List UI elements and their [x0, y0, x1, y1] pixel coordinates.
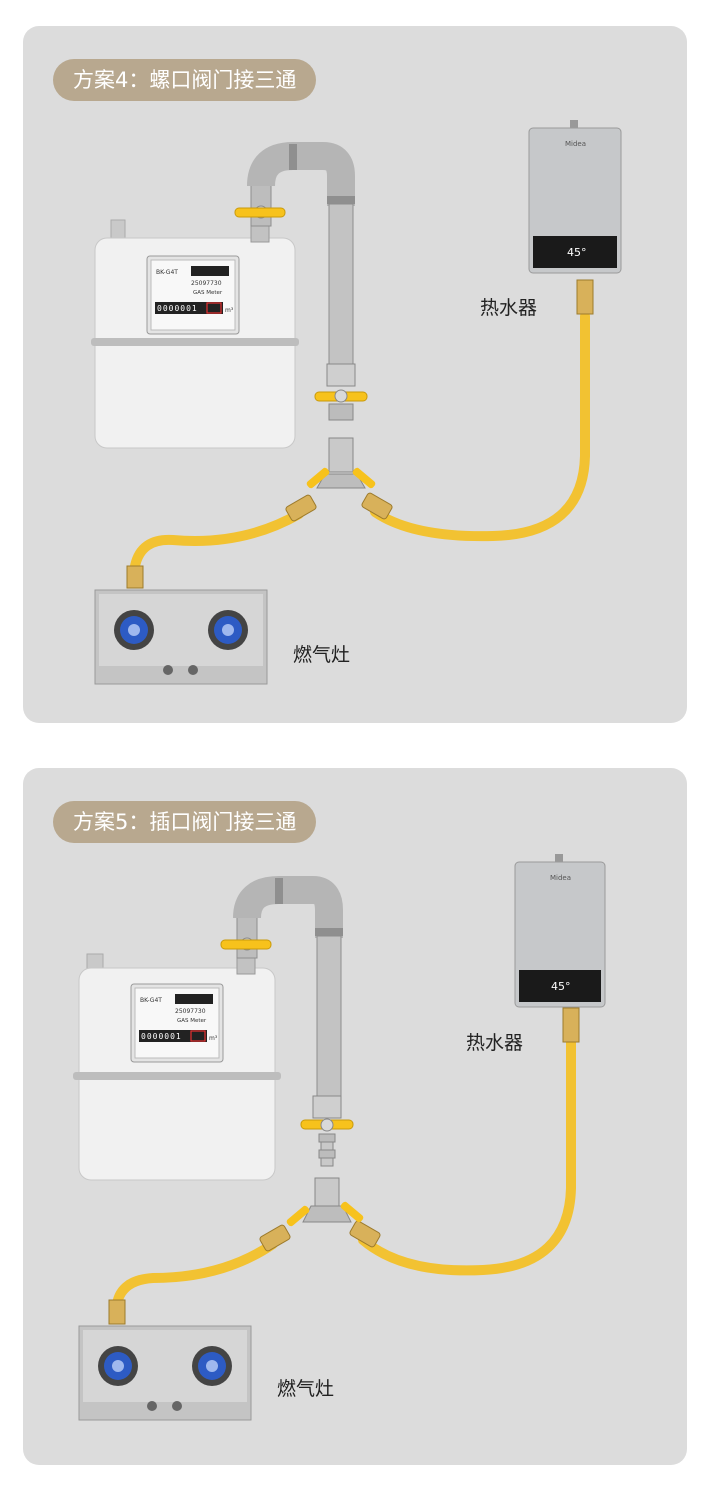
heater-brand: Midea [565, 140, 586, 148]
scheme-5-panel: 方案5：插口阀门接三通 BK-G4T 25097730 GAS Meter 00… [23, 768, 687, 1465]
gas-stove [94, 589, 268, 685]
meter-valve [220, 937, 272, 951]
gas-riser-pipe [233, 876, 343, 1097]
gas-meter: BK-G4T 25097730 GAS Meter 0000001 m³ [91, 215, 299, 449]
tee-fitting [302, 1177, 352, 1223]
water-heater: Midea 45° [514, 854, 606, 1008]
gas-stove [78, 1325, 252, 1421]
stove-label: 燃气灶 [277, 1378, 335, 1400]
branch-valve [300, 1095, 354, 1167]
stove-gas-hose [130, 509, 304, 571]
meter-serial: 25097730 [175, 1008, 206, 1015]
installation-diagram: BK-G4T 25097730 GAS Meter 0000001 m³ [91, 120, 622, 685]
heater-label: 热水器 [466, 1032, 524, 1054]
meter-model: BK-G4T [156, 269, 178, 276]
stove-gas-hose [112, 1239, 278, 1309]
tee-fitting [316, 437, 366, 489]
heater-label: 热水器 [480, 297, 538, 319]
meter-valve [234, 205, 286, 219]
meter-reading: 0000001 [141, 1032, 182, 1041]
meter-model: BK-G4T [140, 997, 162, 1004]
tee-left-valve [259, 1205, 310, 1252]
heater-gas-hose [370, 311, 590, 542]
installation-diagram: BK-G4T 25097730 GAS Meter 0000001 m³ [73, 854, 606, 1421]
heater-display: 45° [567, 246, 587, 259]
meter-serial: 25097730 [191, 280, 222, 287]
meter-type: GAS Meter [177, 1018, 207, 1024]
gas-meter: BK-G4T 25097730 GAS Meter 0000001 m³ [73, 947, 281, 1181]
meter-unit: m³ [209, 1035, 218, 1042]
tee-right-valve [340, 1201, 381, 1248]
meter-reading: 0000001 [157, 304, 198, 313]
tee-left-valve [285, 467, 330, 522]
scheme-title: 方案4：螺口阀门接三通 [53, 59, 317, 101]
branch-valve [314, 363, 368, 421]
heater-brand: Midea [550, 874, 571, 882]
heater-display: 45° [551, 980, 571, 993]
scheme-title: 方案5：插口阀门接三通 [53, 801, 317, 843]
water-heater: Midea 45° [528, 120, 622, 274]
tee-right-valve [352, 467, 393, 520]
meter-type: GAS Meter [193, 290, 223, 296]
heater-gas-hose [358, 1033, 576, 1276]
gas-riser-pipe [247, 142, 355, 365]
scheme-4-panel: 方案4：螺口阀门接三通 BK-G4T 25097730 GAS Meter 00… [23, 26, 687, 723]
stove-label: 燃气灶 [293, 644, 351, 666]
meter-unit: m³ [225, 307, 234, 314]
